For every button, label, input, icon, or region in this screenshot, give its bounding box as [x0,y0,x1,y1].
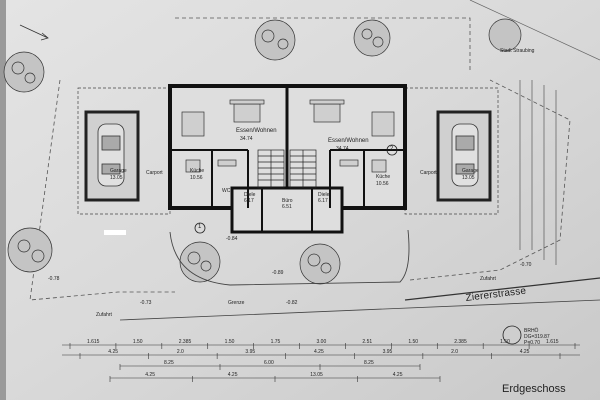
level-6: -0.78 [48,276,60,282]
dimension-label: 2.385 [178,339,192,345]
tree-right [488,18,522,52]
entrance-annex [230,186,344,234]
dimension-label: 13.05 [310,372,323,378]
grenze-label: Grenze [228,300,245,306]
dimension-label: 3.95 [245,349,256,355]
room-area-garage-right: 13.05 [462,175,475,181]
level-5: -0.73 [140,300,152,306]
front-garden-outline [169,229,410,286]
zufahrt-left-label: Zufahrt [96,312,112,318]
room-label-garage-left: Garage [110,168,127,174]
dimension-label: 3.00 [316,339,327,345]
dimension-label: 4.25 [314,349,324,355]
room-label-wohnen-left: Essen/Wohnen [236,128,277,134]
benchmark-line: DG=319.87 [524,334,550,340]
tree-left-lower [7,227,53,273]
dimension-ticks [69,343,576,382]
dimension-label: 1.615 [546,339,559,345]
furniture-left [181,99,265,173]
dimension-label: 4.25 [392,372,403,378]
north-arrow-icon [19,24,49,41]
room-area-wohnen-right: 34.74 [336,146,349,152]
plot-boundary-top [175,17,471,70]
level-4: -0.70 [520,262,532,268]
room-area-buero: 6.51 [282,204,292,210]
section-marker-1 [194,222,206,234]
interior-walls [170,149,405,232]
room-label-wohnen-right: Essen/Wohnen [328,138,369,144]
plot-boundary-right [409,79,571,281]
dimension-label: 1.50 [500,339,510,345]
tree-top-right [353,19,391,57]
room-label-diele-right: Diele [318,192,330,198]
tree-left-upper [3,51,45,93]
benchmark-line: P=0.70 [524,340,540,346]
dimension-label: 4.25 [519,349,530,355]
dimension-label: 2.385 [454,339,467,345]
dimension-label: 1.75 [270,339,281,345]
section-marker-1-label: 1 [198,224,202,230]
level-1: -0.89 [272,270,284,276]
dimension-label: 8.25 [364,360,374,366]
dimension-label: 1.50 [132,339,143,345]
right-dimension-lines [519,80,557,265]
dimension-label: 3.95 [382,349,393,355]
room-label-carport-left: Carport [146,170,163,176]
benchmark-text: BRHÖ DG=319.87 P=0.70 [524,328,550,346]
room-label-diele-left: Diele [244,192,256,198]
room-area-diele-right: 6.17 [318,198,328,204]
dimension-label: 1.615 [86,339,100,345]
road-edge-2 [119,299,600,321]
tree-top-left [254,19,296,61]
road-edge-1 [404,277,600,301]
dimension-label: 4.25 [108,349,119,355]
car-left [97,123,125,187]
stairs-left [257,149,285,189]
floor-title: Erdgeschoss [502,383,566,395]
white-label-patch [104,230,126,235]
room-label-wc: WC [222,188,231,194]
room-area-diele-left: 6.17 [244,198,254,204]
car-right [451,123,479,187]
benchmark-symbol [502,325,522,345]
dimension-label: 1.50 [408,339,419,345]
dimension-label: 8.25 [164,360,174,366]
furniture-right [309,99,395,173]
room-label-kitchen-right: Küche [376,174,391,180]
level-3: -0.84 [226,236,238,242]
dimension-label: 6.00 [264,360,274,366]
city-label: Stadt Straubing [500,48,535,54]
room-label-kitchen-left: Küche [190,168,205,174]
room-label-buero: Büro [282,198,293,204]
dimension-label: 4.25 [145,372,155,378]
dimension-label: 2.0 [451,349,459,355]
road-edge-top [469,0,600,61]
zufahrt-right-label: Zufahrt [480,276,496,282]
dimension-label: 2.51 [362,339,373,345]
dimension-label: 4.25 [227,372,238,378]
section-marker-2 [386,144,398,156]
room-area-kitchen-left: 10.56 [190,175,203,181]
tree-front-left [179,241,221,283]
room-area-kitchen-right: 10.56 [376,181,389,187]
room-label-garage-right: Garage [462,168,479,174]
level-2: -0.82 [286,300,298,306]
plot-boundary-left [29,79,175,301]
stairs-right [289,149,317,189]
tree-front-right [299,243,341,285]
section-marker-2-label: 2 [390,146,394,152]
room-label-carport-right: Carport [420,170,437,176]
room-area-garage-left: 13.05 [110,175,123,181]
room-area-wohnen-left: 34.74 [240,136,253,142]
dimension-label: 2.0 [176,349,184,355]
paper-edge [0,0,6,400]
benchmark-line: BRHÖ [524,328,539,334]
dimension-label: 1.50 [224,339,235,345]
